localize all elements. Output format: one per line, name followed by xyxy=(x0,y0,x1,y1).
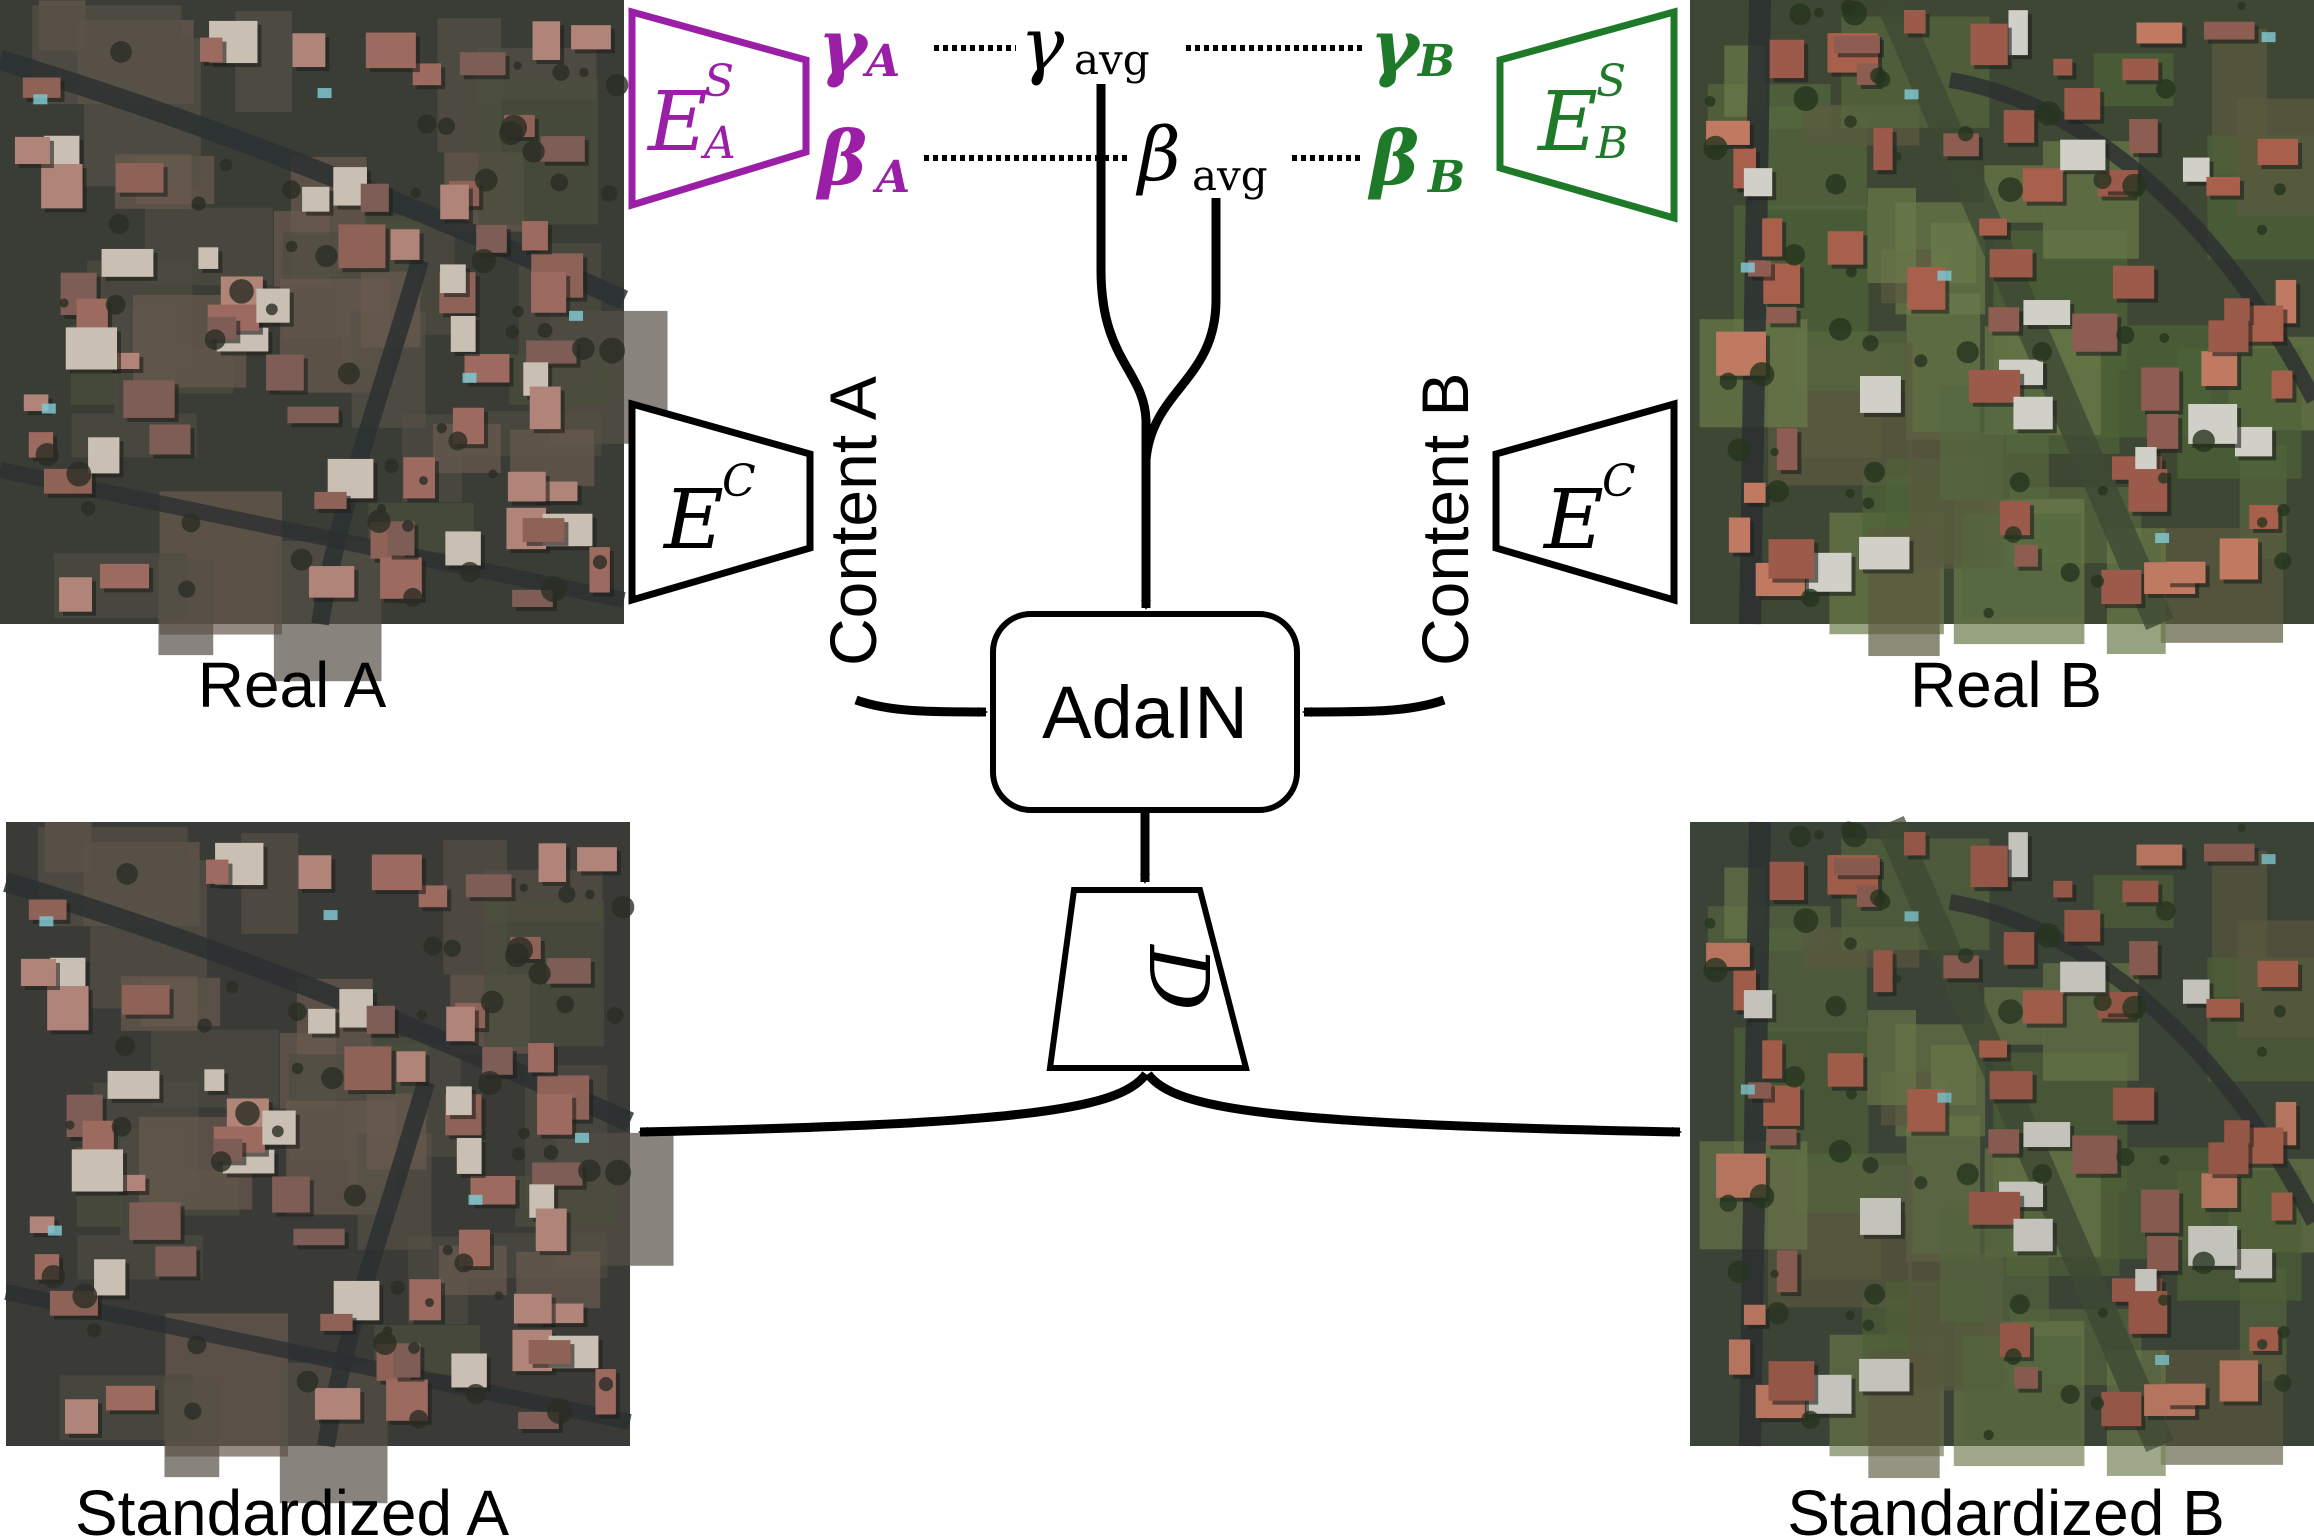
beta-a-label: β A xyxy=(815,116,910,203)
beta-b-label: β B xyxy=(1367,116,1465,203)
style-encoder-b: E S B xyxy=(1496,7,1678,223)
beta-avg-to-adain-arrow xyxy=(1141,198,1221,461)
gamma-b-label: γ B xyxy=(1370,4,1455,90)
content-a-to-adain-arrow xyxy=(854,695,988,717)
content-encoder-b: E C xyxy=(1492,399,1678,605)
gamma-avg-label: γ avg xyxy=(1020,2,1150,88)
adain-label: AdaIN xyxy=(1042,671,1248,754)
content-encoder-a: E C xyxy=(628,399,814,605)
caption-real-a: Real A xyxy=(198,649,387,721)
content-encoder-b-sup: C xyxy=(1602,456,1636,507)
decoder-label: D xyxy=(1130,943,1225,1011)
style-encoder-a-sub: A xyxy=(700,118,736,169)
svg-text:γ: γ xyxy=(1020,2,1065,88)
style-encoder-a-sup: S xyxy=(704,56,734,107)
content-encoder-a-sup: C xyxy=(722,456,756,507)
adain-block: AdaIN xyxy=(990,611,1300,813)
svg-text:γ: γ xyxy=(818,4,870,90)
content-b-label: Content B xyxy=(1408,372,1482,666)
real-b-image xyxy=(1690,0,2314,657)
decoder-to-standardized-b-arrow xyxy=(1144,1071,1682,1137)
beta-avg-label: β avg xyxy=(1135,112,1268,200)
style-encoder-b-label: E xyxy=(1536,75,1598,170)
gamma-a-label: γ A xyxy=(818,4,900,90)
gamma-avg-to-adain-arrow xyxy=(1096,84,1151,610)
content-encoder-b-label: E xyxy=(1542,473,1604,568)
decoder-to-standardized-a-arrow xyxy=(638,1071,1150,1137)
content-encoder-a-label: E xyxy=(662,473,724,568)
decoder-block: D xyxy=(1046,887,1250,1071)
caption-standardized-b: Standardized B xyxy=(1787,1477,2225,1539)
caption-real-b: Real B xyxy=(1910,649,2102,721)
svg-text:B: B xyxy=(1416,36,1455,87)
svg-text:β: β xyxy=(1367,116,1419,202)
content-b-to-adain-arrow xyxy=(1302,695,1446,717)
svg-text:γ: γ xyxy=(1370,4,1422,90)
svg-text:A: A xyxy=(862,36,900,87)
svg-text:A: A xyxy=(872,152,910,203)
style-encoder-b-sub: B xyxy=(1595,118,1628,169)
svg-text:avg: avg xyxy=(1074,35,1150,84)
style-encoder-a: E S A xyxy=(628,7,810,210)
real-a-image xyxy=(0,0,668,682)
svg-text:β: β xyxy=(1135,112,1181,198)
svg-text:B: B xyxy=(1426,152,1465,203)
content-a-label: Content A xyxy=(816,376,890,666)
standardized-a-image xyxy=(3,822,674,1504)
style-encoder-a-label: E xyxy=(646,75,708,170)
caption-standardized-a: Standardized A xyxy=(75,1477,509,1539)
svg-text:β: β xyxy=(815,116,867,202)
svg-text:avg: avg xyxy=(1192,151,1268,200)
style-encoder-b-sup: S xyxy=(1596,56,1626,107)
standardized-b-image xyxy=(1690,816,2314,1479)
